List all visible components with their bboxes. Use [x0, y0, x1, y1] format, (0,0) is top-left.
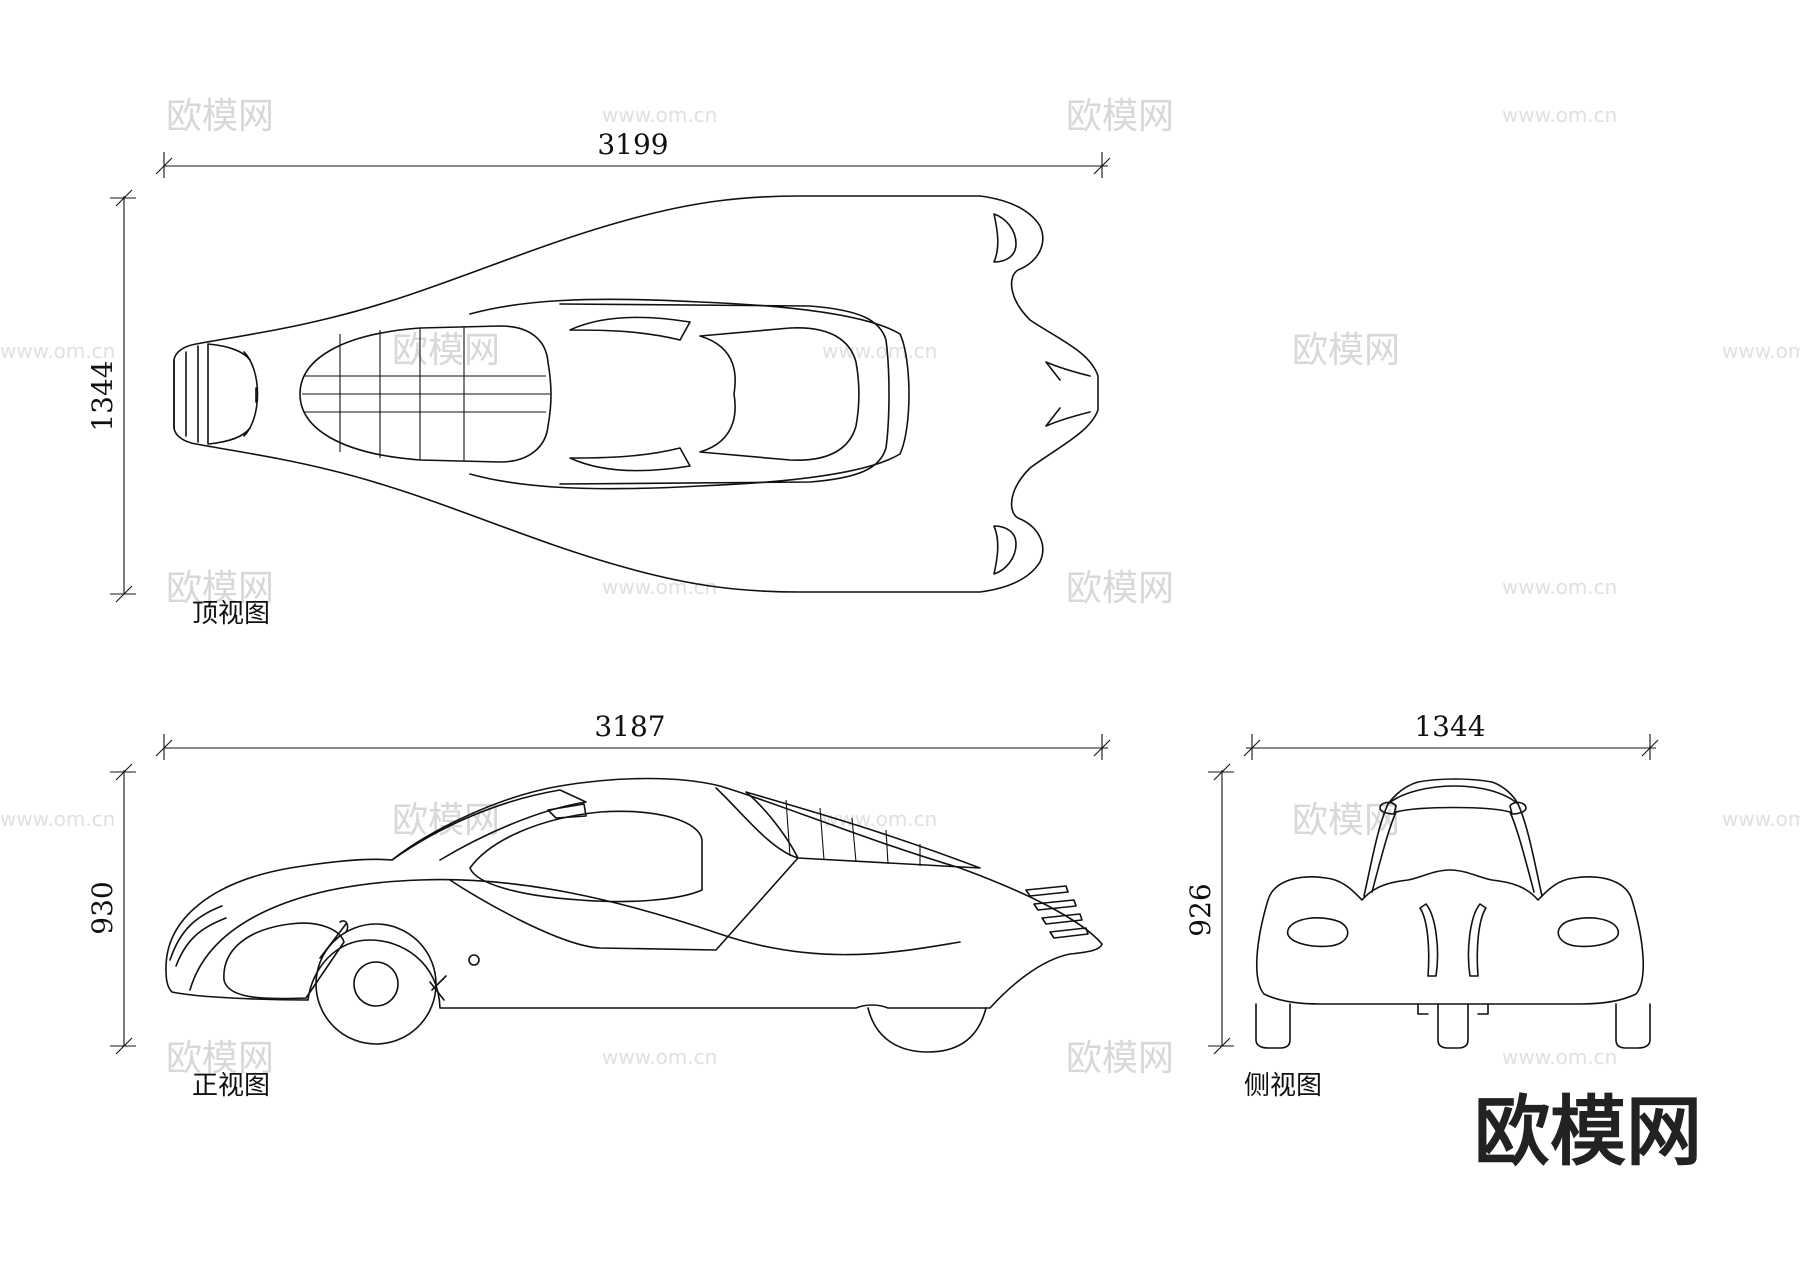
front-body-outline: [165, 777, 1103, 1009]
side-cabin: [1363, 785, 1543, 897]
front-length-label: 3187: [594, 710, 665, 743]
watermark-text: 欧模网: [166, 1038, 274, 1079]
top-mirror-left: [569, 316, 691, 341]
watermark-url: www.om.cn: [1722, 339, 1800, 363]
side-mirror-right: [1509, 801, 1527, 815]
front-wheel: [315, 923, 437, 1045]
watermark-url: www.om.cn: [602, 575, 717, 599]
top-mirror-right: [569, 447, 691, 472]
watermark-text: 欧模网: [1066, 568, 1174, 609]
side-width-label: 1344: [1414, 710, 1485, 743]
front-view-caption: 正视图: [192, 1071, 270, 1101]
front-view: 3187 930: [86, 710, 1111, 1055]
watermark-text: 欧模网: [166, 568, 274, 609]
front-mirror: [547, 803, 587, 819]
side-rear-glass: [1371, 806, 1535, 893]
top-rear-fin-lower: [993, 525, 1017, 575]
top-width-dimension: 1344: [86, 189, 136, 603]
top-front-glass: [299, 325, 552, 463]
side-view: 1344 926: [1184, 710, 1659, 1055]
top-roof: [699, 327, 860, 461]
watermark-url: www.om.cn: [822, 339, 937, 363]
watermark-text: 欧模网: [1292, 800, 1400, 841]
front-side-intake: [223, 922, 345, 1000]
top-tail-light-upper: [1045, 361, 1091, 381]
side-body-outline: [1256, 869, 1644, 1005]
watermark-text: 欧模网: [1066, 96, 1174, 137]
watermark-url: www.om.cn: [0, 807, 115, 831]
front-windshield-line: [391, 789, 587, 861]
watermark-url: www.om.cn: [602, 103, 717, 127]
top-view-caption: 顶视图: [192, 599, 270, 629]
side-tail-light-right: [1557, 917, 1619, 948]
front-headlight: [169, 905, 227, 967]
watermark-url: www.om.cn: [1502, 1045, 1617, 1069]
side-center-fin-right: [1467, 903, 1487, 977]
side-wheel-right: [1615, 1003, 1651, 1049]
front-a-pillar: [449, 787, 799, 951]
top-width-label: 1344: [86, 360, 119, 431]
side-center-fin-left: [1419, 903, 1439, 977]
front-height-label: 930: [86, 881, 119, 934]
side-tail-light-left: [1287, 917, 1349, 948]
top-front-glass-grid: [302, 327, 550, 461]
front-rear-vents: [1025, 885, 1089, 939]
top-length-label: 3199: [597, 128, 668, 161]
watermark-url: www.om.cn: [1502, 103, 1617, 127]
watermark-text: 欧模网: [1292, 330, 1400, 371]
front-length-dimension: 3187: [155, 710, 1111, 760]
side-width-dimension: 1344: [1243, 710, 1659, 760]
top-nose-spine: [243, 351, 259, 437]
front-fuel-cap: [468, 954, 480, 966]
top-cabin-outline: [469, 298, 910, 490]
top-tail-light-lower: [1045, 407, 1091, 427]
top-view: 3199 1344: [86, 128, 1111, 603]
front-suspension: [319, 920, 447, 1001]
watermark-text: 欧模网: [392, 800, 500, 841]
rear-wheel: [867, 1007, 987, 1053]
watermark-url: www.om.cn: [1502, 575, 1617, 599]
side-height-label: 926: [1184, 883, 1217, 936]
side-exhaust: [1417, 1003, 1489, 1015]
side-mirror-left: [1379, 801, 1397, 815]
top-length-dimension: 3199: [155, 128, 1111, 178]
front-rear-glass-grid: [785, 799, 921, 866]
watermark-url: www.om.cn: [822, 807, 937, 831]
watermark-layer: 欧模网 www.om.cn 欧模网 www.om.cn www.om.cn 欧模…: [0, 96, 1800, 1079]
watermark-text: 欧模网: [166, 96, 274, 137]
watermark-url: www.om.cn: [0, 339, 115, 363]
top-nose: [173, 343, 251, 445]
side-wheel-left: [1255, 1003, 1291, 1049]
front-wheel-hub: [353, 961, 399, 1007]
side-roof: [1387, 778, 1519, 805]
side-view-caption: 侧视图: [1244, 1071, 1322, 1101]
watermark-text: 欧模网: [1066, 1038, 1174, 1079]
side-height-dimension: 926: [1184, 763, 1234, 1055]
watermark-url: www.om.cn: [602, 1045, 717, 1069]
front-side-window: [469, 810, 703, 903]
watermark-url: www.om.cn: [1722, 807, 1800, 831]
top-cabin-inner: [559, 303, 890, 485]
top-rear-fin-upper: [993, 213, 1017, 263]
front-height-dimension: 930: [86, 763, 136, 1055]
side-wheel-center: [1437, 1003, 1469, 1049]
brand-logo-text: 欧模网: [1474, 1087, 1702, 1176]
watermark-text: 欧模网: [392, 330, 500, 371]
front-fender-line: [189, 878, 961, 991]
front-rear-glass: [745, 791, 981, 869]
top-body-outline: [173, 195, 1099, 593]
